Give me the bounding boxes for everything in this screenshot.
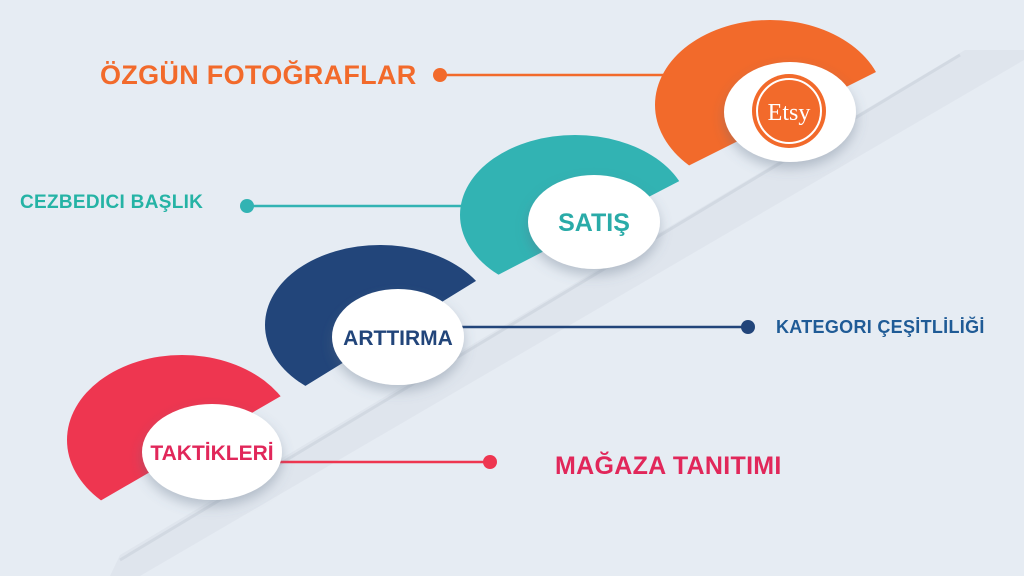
etsy-logo: Etsy: [752, 74, 826, 148]
oval-arttirma: [332, 289, 464, 385]
connector-orange: [433, 68, 672, 82]
label-cezbedici-baslik: CEZBEDICI BAŞLIK: [20, 192, 204, 213]
label-ozgun-fotograflar: ÖZGÜN FOTOĞRAFLAR: [100, 60, 417, 90]
label-magaza-tanitimi: MAĞAZA TANITIMI: [555, 452, 782, 480]
oval-taktikleri: [142, 404, 282, 500]
connector-blue: [450, 320, 755, 334]
label-kategori-cesitliligi: KATEGORI ÇEŞİTLİLİĞİ: [776, 317, 985, 337]
etsy-logo-text: Etsy: [768, 100, 811, 126]
title-arttirma: ARTTIRMA: [343, 327, 453, 350]
title-taktikleri: TAKTİKLERİ: [150, 442, 273, 465]
oval-satis: [528, 175, 660, 269]
connector-red: [270, 455, 497, 469]
diagonal-band: [110, 50, 1024, 576]
connector-teal: [240, 199, 466, 213]
title-satis: SATIŞ: [558, 209, 630, 237]
